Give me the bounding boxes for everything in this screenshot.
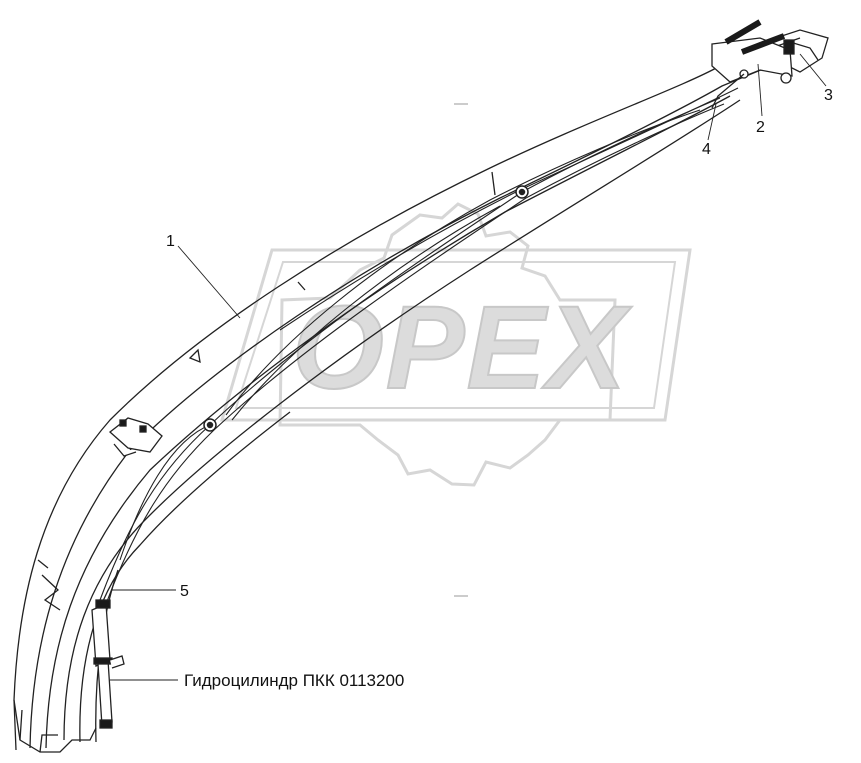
- callout-4: 4: [702, 141, 711, 158]
- boom: [13, 29, 829, 753]
- cylinder-collar: [93, 657, 113, 665]
- callout-3: 3: [824, 87, 833, 104]
- boom-edge-2: [29, 61, 781, 749]
- lever-pivot-1: [780, 72, 792, 84]
- cylinder-rod: [97, 659, 113, 727]
- boom-joint: [297, 171, 496, 291]
- lever-rod: [711, 73, 745, 109]
- cylinder-barrel: [91, 603, 111, 667]
- clamp-lower-core: [206, 421, 214, 429]
- watermark-logo: OPEX: [219, 202, 692, 487]
- hose-3: [225, 109, 701, 416]
- watermark-gear: [278, 202, 617, 487]
- boom-edge-3: [45, 95, 731, 749]
- hose-5: [119, 423, 213, 561]
- hose-2: [105, 103, 725, 605]
- clamp-upper-core: [518, 188, 526, 196]
- hydraulic-cylinder: [91, 599, 125, 729]
- boom-foot-detail: [19, 709, 58, 753]
- leader-1: [177, 245, 241, 319]
- leader-4: [707, 103, 717, 141]
- cylinder-fitting: [109, 655, 125, 669]
- boom-tip-detail: [789, 41, 819, 61]
- hose-4: [231, 205, 501, 421]
- hose-1: [99, 97, 721, 601]
- boom-channel: [79, 411, 291, 743]
- hose-clamps: [203, 185, 529, 432]
- leader-lines: [110, 53, 827, 681]
- bracket-bolt-2: [139, 425, 147, 433]
- boom-outer-edge: [13, 37, 801, 751]
- leader-2: [757, 63, 763, 117]
- callout-5: 5: [180, 583, 189, 600]
- callout-2: 2: [756, 119, 765, 136]
- boom-inner-edge: [63, 99, 741, 741]
- cylinder-caption: Гидроцилиндр ПКК 0113200: [184, 671, 404, 690]
- watermark-text: OPEX: [292, 282, 632, 414]
- lever-block: [783, 39, 795, 55]
- leader-3: [799, 53, 827, 87]
- lever-handle-1: [724, 19, 762, 45]
- bracket-plate: [113, 443, 137, 457]
- boom-bracket-small: [188, 348, 201, 364]
- boom-foot: [13, 699, 97, 753]
- watermark-frame-inner: [234, 261, 677, 409]
- cylinder-bottom-mount: [99, 719, 113, 729]
- callout-1: 1: [166, 233, 175, 250]
- lever-handle-2: [740, 33, 786, 55]
- cylinder-top-mount: [95, 599, 111, 609]
- lever-frame: [711, 37, 793, 83]
- bracket-bolt-1: [119, 419, 127, 427]
- watermark-frame: [219, 248, 692, 422]
- mounting-bracket: [108, 417, 163, 457]
- lever-mechanism: [711, 19, 795, 109]
- center-marks: [454, 103, 468, 597]
- boom-side-guide: [37, 559, 61, 611]
